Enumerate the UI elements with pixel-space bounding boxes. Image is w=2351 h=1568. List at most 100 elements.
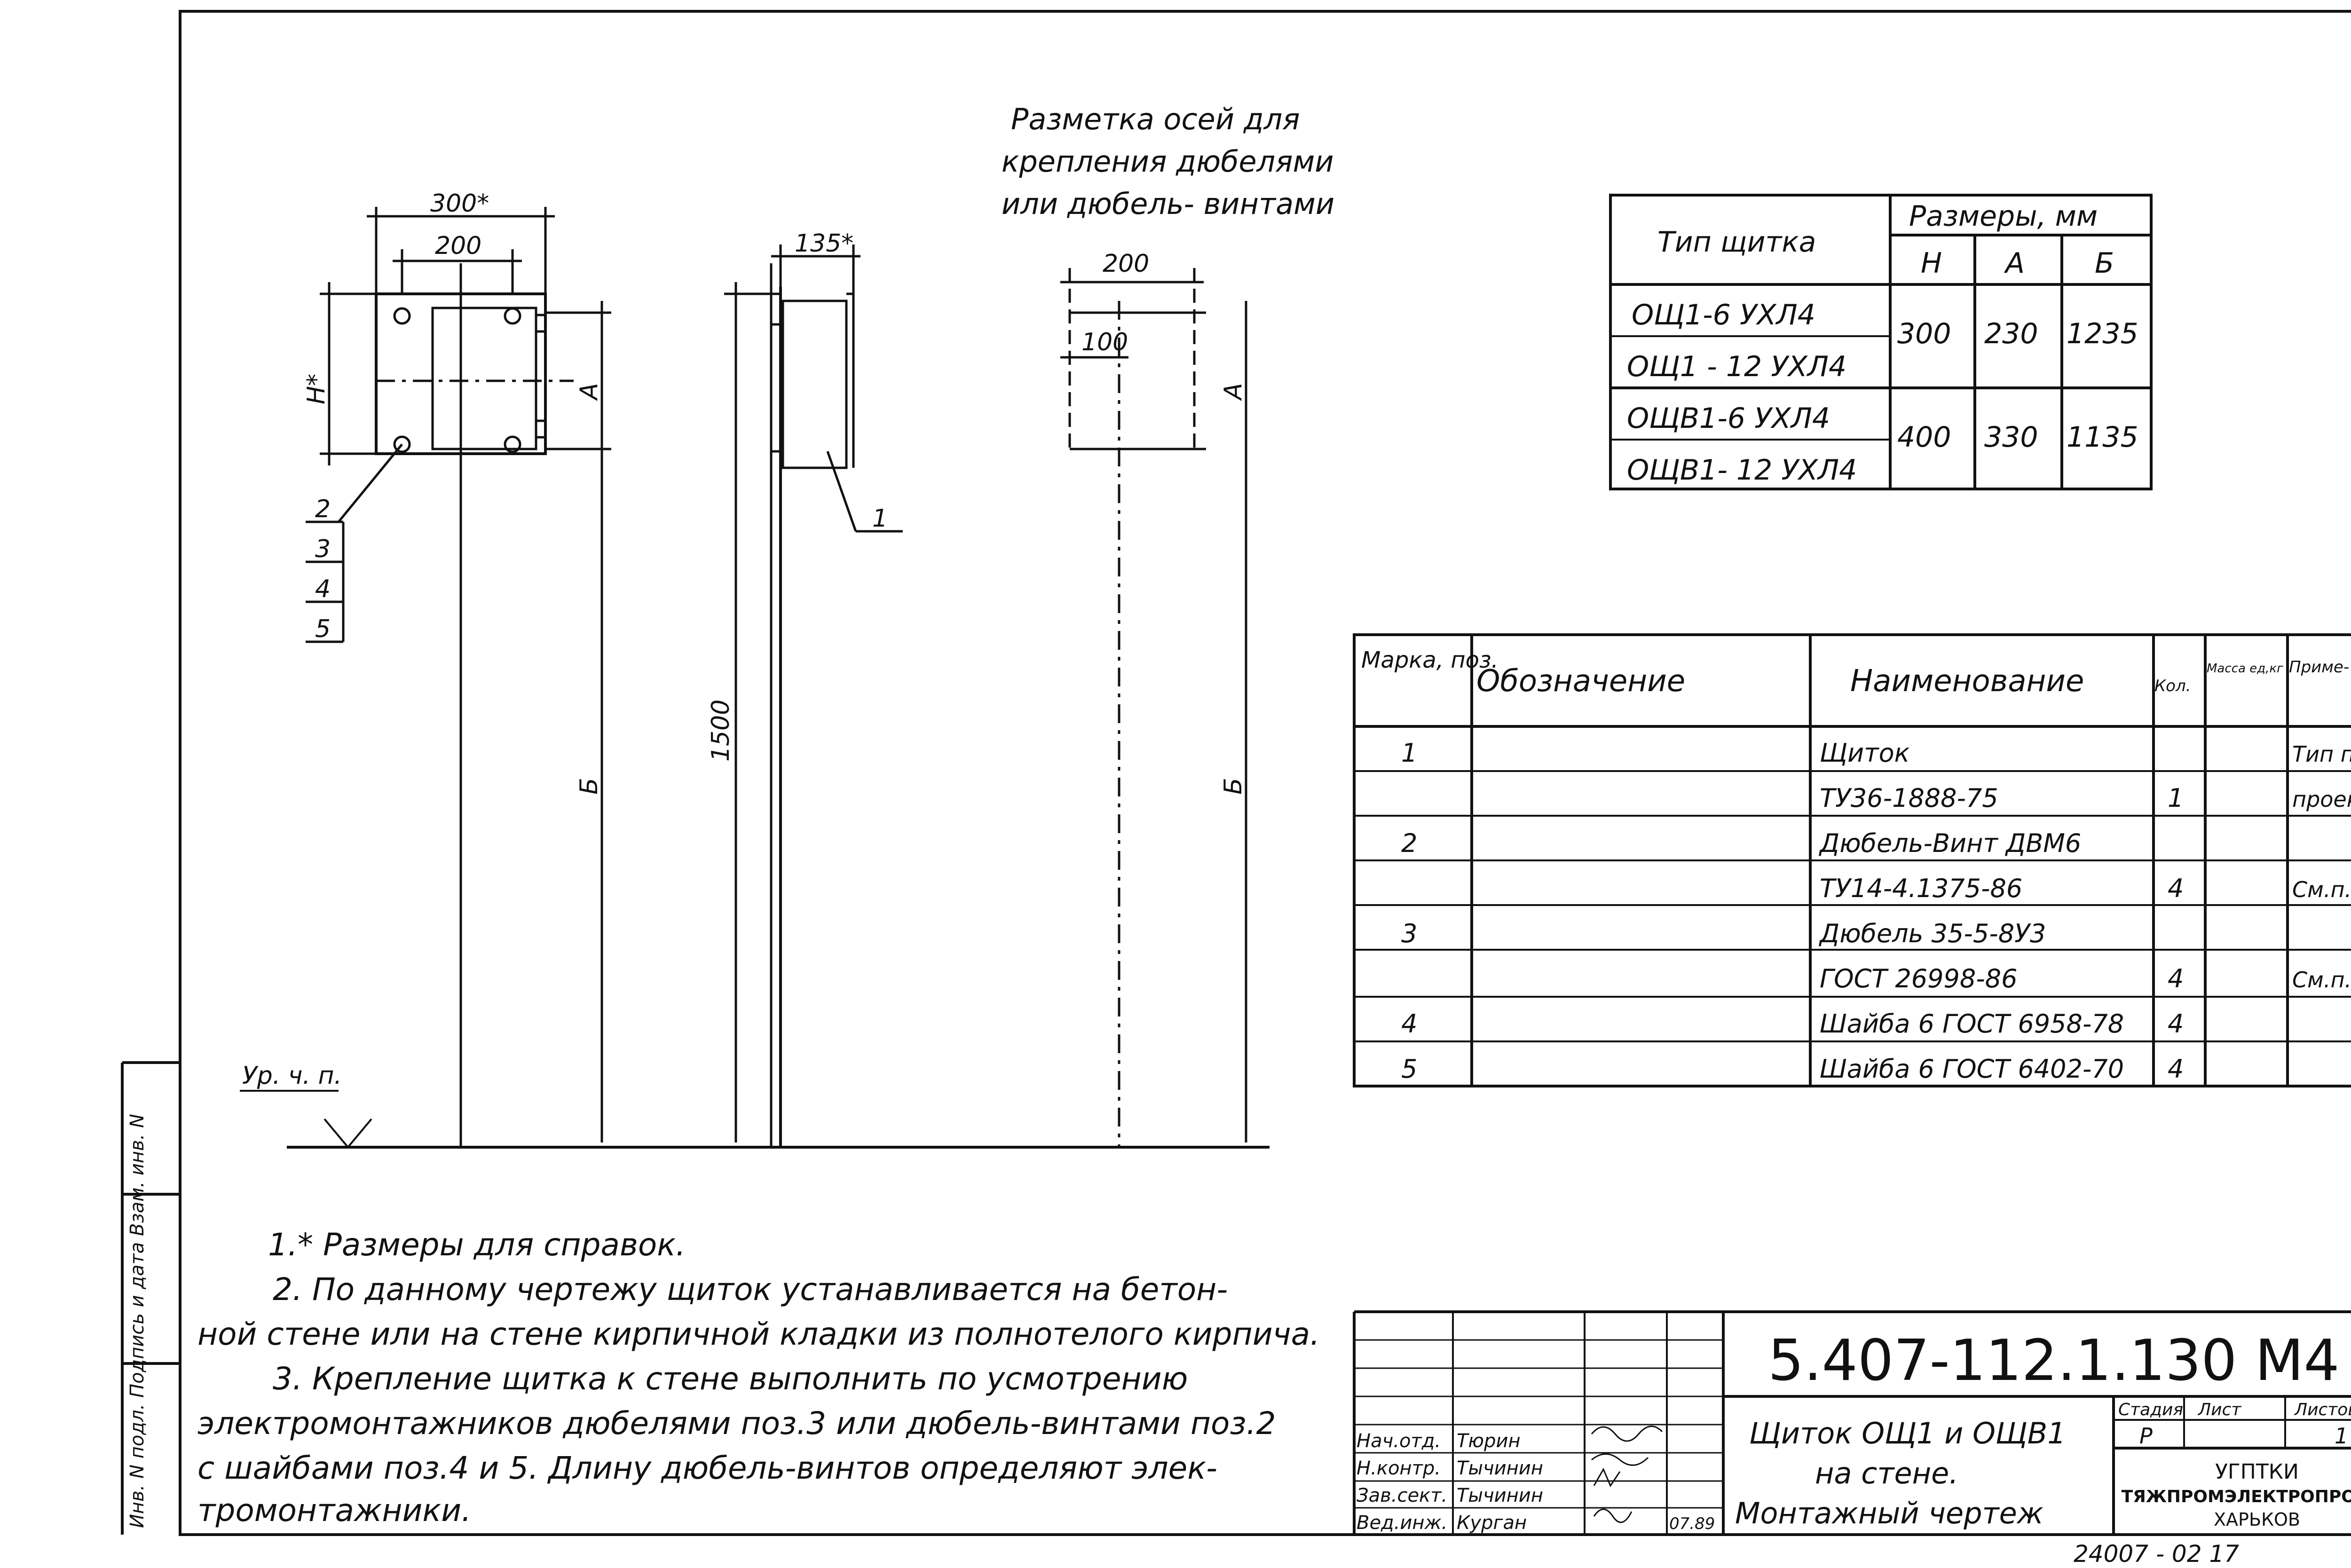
dim-200b: 200 — [1103, 250, 1149, 278]
sheet-label: Лист — [2197, 1400, 2241, 1419]
spec-cell-r4-c0: 3 — [1401, 919, 1417, 948]
size-col-h: H — [1921, 247, 1942, 280]
size-type-1: ОЩ1-6 УХЛ4 — [1632, 299, 1815, 331]
spec-cell-r6-c2: Шайба 6 ГОСТ 6958-78 — [1820, 1009, 2124, 1039]
spec-cell-r0-c2: Щиток — [1820, 738, 1910, 768]
sheets-label: Листов — [2294, 1400, 2351, 1419]
size-b-1: 1235 — [2067, 317, 2138, 350]
spec-rows: 1 Щиток Тип по ТУ36-1888-75 1 проекту 2 Дюбель-… — [1401, 738, 2351, 1084]
spec-cell-r6-c0: 4 — [1401, 1009, 1417, 1039]
stage-value: Р — [2139, 1423, 2153, 1449]
org-line-1: УГПТКИ — [2215, 1460, 2299, 1484]
sheets-value: 1 — [2335, 1423, 2348, 1449]
role-4: Вед.инж. — [1357, 1512, 1447, 1534]
size-h-2: 400 — [1897, 421, 1951, 454]
spec-cell-r3-c5: См.п.3 — [2292, 877, 2351, 902]
note-line-4: 3. Крепление щитка к стене выполнить по … — [273, 1361, 1188, 1397]
doc-number: 5.407-112.1.130 М4 — [1768, 1328, 2340, 1394]
spec-cell-r5-c3: 4 — [2168, 964, 2184, 993]
dim-100: 100 — [1081, 328, 1128, 356]
spec-cell-r5-c5: См.п.3 — [2292, 967, 2351, 993]
spec-cell-r6-c3: 4 — [2168, 1009, 2184, 1039]
org-line-2: ТЯЖПРОМЭЛЕКТРОПРОЕКТ — [2122, 1487, 2351, 1506]
role-3: Зав.сект. — [1357, 1485, 1447, 1506]
dim-300: 300* — [430, 189, 489, 218]
callout-1: 1 — [872, 504, 888, 533]
footer-code: 24007 - 02 17 — [2074, 1540, 2239, 1568]
note-line-2: 2. По данному чертежу щиток устанавливае… — [273, 1271, 1228, 1308]
title-block — [1353, 1310, 2351, 1535]
org-line-3: ХАРЬКОВ — [2214, 1509, 2300, 1530]
size-b-2: 1135 — [2067, 421, 2138, 454]
note-line-3: ной стене или на стене кирпичной кладки … — [197, 1316, 1320, 1352]
spec-cell-r1-c3: 1 — [2168, 783, 2184, 813]
spec-cell-r0-c0: 1 — [1401, 738, 1417, 768]
spec-cell-r3-c2: ТУ14-4.1375-86 — [1820, 874, 2022, 903]
spec-cell-r7-c3: 4 — [2168, 1054, 2184, 1084]
floor-line — [240, 1090, 1270, 1149]
spec-cell-r1-c2: ТУ36-1888-75 — [1820, 783, 1998, 813]
side-stamp: Инв. N подл. Подпись и дата Взам. инв. N — [126, 1114, 148, 1528]
callout-2: 2 — [315, 495, 331, 523]
front-view — [306, 207, 611, 1147]
spec-header-mark: Марка, поз. — [1361, 647, 1499, 673]
size-a-1: 230 — [1984, 317, 2038, 350]
spec-cell-r3-c3: 4 — [2168, 874, 2184, 903]
marking-view — [1060, 268, 1247, 1147]
spec-cell-r1-c5: проекту — [2292, 787, 2351, 812]
notes: 1.* Размеры для справок. 2. По данному ч… — [197, 1227, 1320, 1529]
name-2: Тычинин — [1457, 1458, 1543, 1479]
spec-header-mass: Масса ед,кг — [2207, 662, 2283, 676]
size-h-1: 300 — [1897, 317, 1951, 350]
note-line-5: электромонтажников дюбелями поз.3 или дю… — [197, 1405, 1276, 1442]
spec-header-note: Приме- чание — [2289, 658, 2351, 677]
note-line-1: 1.* Размеры для справок. — [268, 1227, 686, 1263]
callout-4: 4 — [315, 575, 331, 603]
callout-3: 3 — [315, 535, 331, 563]
dim-a: A — [575, 383, 603, 401]
role-1: Нач.отд. — [1357, 1430, 1441, 1452]
spec-table — [1353, 633, 2351, 1087]
title-line-1: Щиток ОЩ1 и ОЩВ1 — [1749, 1416, 2066, 1450]
name-3: Тычинин — [1457, 1485, 1543, 1506]
sheet-frame — [179, 10, 2351, 1536]
stage-label: Стадия — [2118, 1400, 2183, 1419]
spec-cell-r7-c2: Шайба 6 ГОСТ 6402-70 — [1820, 1054, 2124, 1084]
spec-cell-r7-c0: 5 — [1401, 1054, 1417, 1084]
size-type-2: ОЩ1 - 12 УХЛ4 — [1627, 350, 1846, 383]
dim-1500: 1500 — [707, 700, 735, 762]
callout-5: 5 — [315, 615, 331, 643]
size-type-4: ОЩВ1- 12 УХЛ4 — [1627, 454, 1857, 487]
spec-cell-r5-c2: ГОСТ 26998-86 — [1820, 964, 2017, 993]
spec-cell-r2-c0: 2 — [1401, 828, 1417, 858]
size-table — [1609, 194, 2153, 490]
floor-label: Ур. ч. п. — [242, 1062, 342, 1090]
side-view — [724, 244, 903, 1147]
dim-135: 135* — [795, 229, 853, 258]
size-col-a: A — [2004, 247, 2025, 280]
spec-cell-r4-c2: Дюбель 35-5-8У3 — [1819, 919, 2046, 948]
dim-h: H* — [302, 374, 331, 404]
dim-b: Б — [575, 778, 603, 795]
size-a-2: 330 — [1984, 421, 2038, 454]
spec-cell-r2-c2: Дюбель-Винт ДВМ6 — [1819, 828, 2081, 858]
marking-note-line-1: Разметка осей для — [1011, 102, 1300, 136]
spec-header-qty: Кол. — [2154, 677, 2191, 695]
dim-200: 200 — [435, 232, 481, 260]
name-1: Тюрин — [1457, 1430, 1521, 1452]
name-4: Курган — [1457, 1512, 1527, 1534]
marking-note-line-3: или дюбель- винтами — [1002, 187, 1334, 221]
spec-cell-r0-c5: Тип по — [2292, 741, 2351, 767]
size-header-type: Тип щитка — [1657, 226, 1816, 259]
spec-header-name: Наименование — [1850, 664, 2084, 699]
dim-b-marking: Б — [1219, 778, 1247, 795]
size-col-b: Б — [2095, 247, 2114, 280]
role-2: Н.контр. — [1357, 1458, 1441, 1479]
size-header-sizes: Размеры, мм — [1909, 200, 2098, 233]
note-line-6: с шайбами поз.4 и 5. Длину дюбель-винтов… — [197, 1450, 1217, 1486]
sign-date: 07.89 — [1669, 1514, 1715, 1533]
title-line-3: Монтажный чертеж — [1735, 1496, 2043, 1530]
dim-a-marking: A — [1219, 383, 1247, 401]
